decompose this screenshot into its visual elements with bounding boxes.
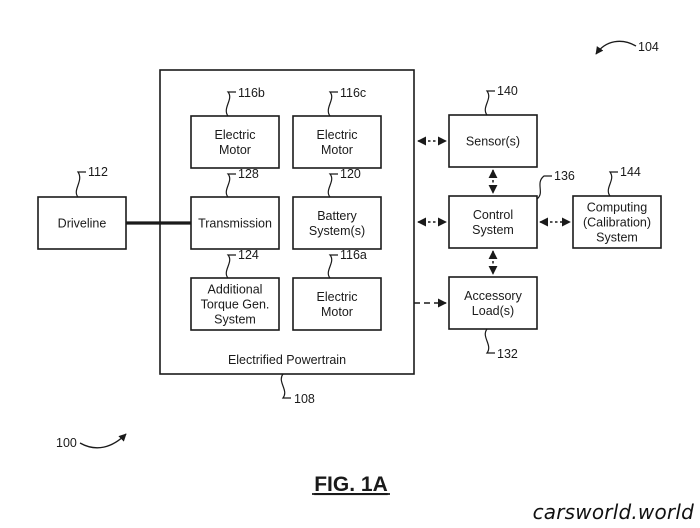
electric-motor-116b-block [190,115,280,169]
accessory-loads-block [448,276,538,330]
computing-label-line: Computing [587,201,647,215]
accessory-label-line: Load(s) [472,304,514,318]
torque-gen-label-line: Additional [208,283,263,297]
diagram-text-layer: Driveline112ElectricMotor116bElectricMot… [56,40,659,496]
ref-numeral-116a: 116a [340,248,367,262]
figure-title: FIG. 1A [314,473,388,496]
ref-numeral-116c: 116c [340,86,366,100]
motor-116c-label-line: Electric [317,128,358,142]
leader-132 [484,328,495,354]
leader-136 [536,175,552,200]
control-system-block [448,195,538,249]
computing-system-block [572,195,662,249]
leader-124 [225,254,236,279]
watermark-text: carsworld.world [532,500,694,524]
ref-100-arrow [79,433,127,449]
motor-116b-label-line: Motor [219,143,251,157]
battery-label-line: Battery [317,209,357,223]
ref-numeral-100: 100 [56,436,77,450]
motor-116c-label-line: Motor [321,143,353,157]
motor-116a-label-line: Motor [321,305,353,319]
additional-torque-gen-block [190,277,280,331]
leader-144 [607,171,618,197]
ref-numeral-128: 128 [238,167,259,181]
driveline-label-line: Driveline [58,217,107,231]
leader-116c [327,91,338,117]
sensors-block [448,114,538,168]
ref-numeral-108: 108 [294,392,315,406]
computing-label-line: System [596,231,638,245]
electric-motor-116a-block [292,277,382,331]
ref-numeral-120: 120 [340,167,361,181]
battery-label-line: System(s) [309,224,365,238]
ref-numeral-124: 124 [238,248,259,262]
leader-140 [484,90,495,116]
leader-116a [327,254,338,279]
leader-128 [225,173,236,198]
battery-system-block [292,196,382,250]
ref-numeral-140: 140 [497,84,518,98]
ref-104-arrow [595,40,637,55]
electric-motor-116c-block [292,115,382,169]
leader-112 [75,171,86,198]
powertrain-label: Electrified Powertrain [228,353,346,367]
torque-gen-label-line: Torque Gen. [201,298,270,312]
leader-120 [327,173,338,198]
computing-label-line: (Calibration) [583,216,651,230]
ref-numeral-116b: 116b [238,86,265,100]
ref-numeral-132: 132 [497,347,518,361]
ref-numeral-104: 104 [638,40,659,54]
accessory-label-line: Accessory [464,289,522,303]
control-label-line: System [472,223,514,237]
leader-116b [225,91,236,117]
transmission-label-line: Transmission [198,217,272,231]
control-label-line: Control [473,208,513,222]
torque-gen-label-line: System [214,313,256,327]
motor-116b-label-line: Electric [215,128,256,142]
ref-numeral-112: 112 [88,165,108,179]
motor-116a-label-line: Electric [317,290,358,304]
ref-numeral-144: 144 [620,165,641,179]
ref-numeral-136: 136 [554,169,575,183]
sensors-label-line: Sensor(s) [466,135,520,149]
leader-108 [280,373,291,399]
